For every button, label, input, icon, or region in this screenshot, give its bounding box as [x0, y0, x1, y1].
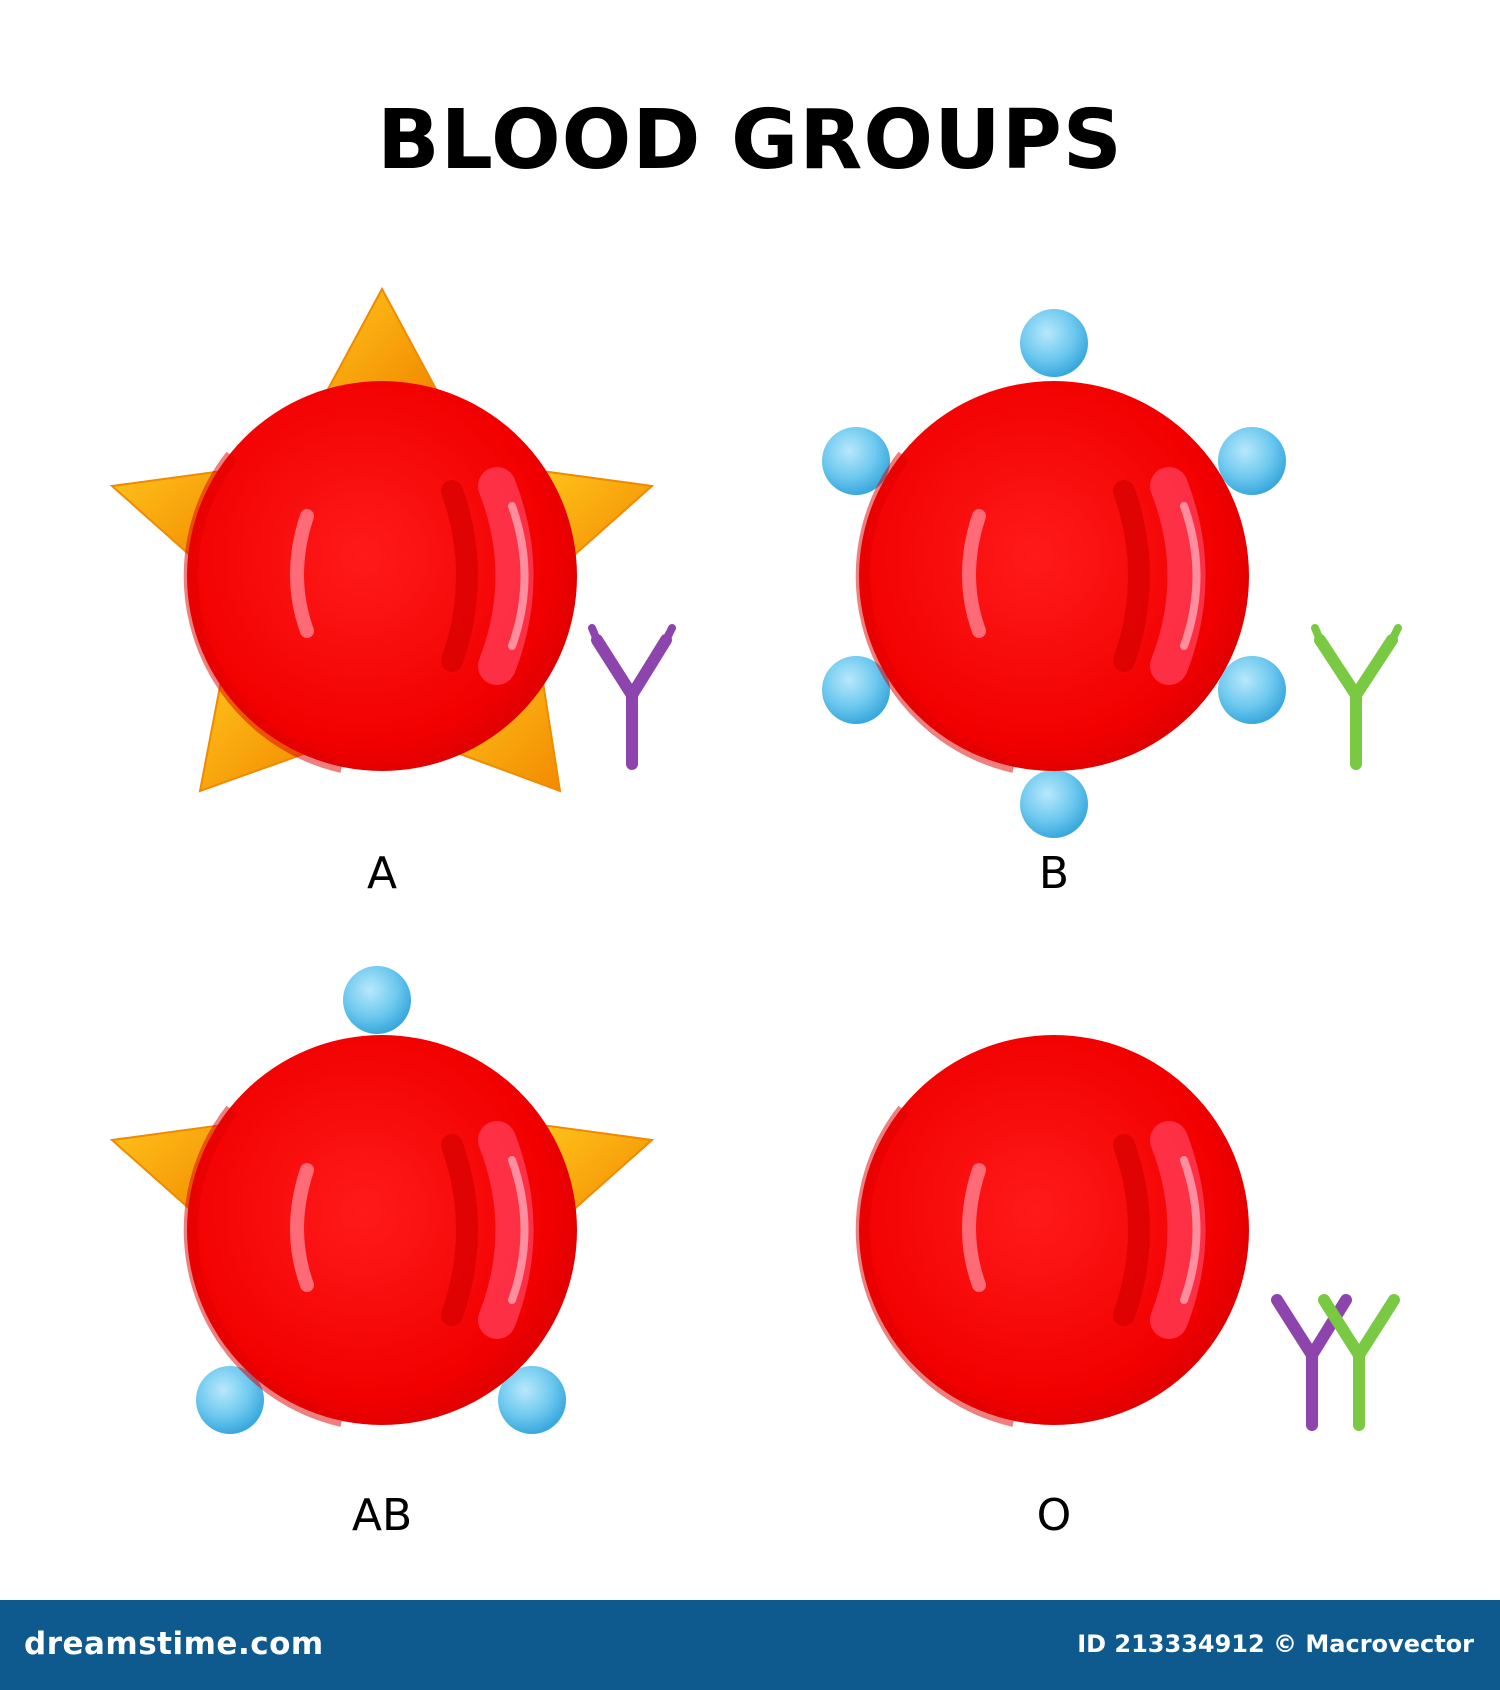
red-blood-cell	[187, 1035, 577, 1425]
antibody-a-icon	[588, 624, 676, 770]
footer-site-logo[interactable]: dreamstime.com	[24, 1626, 324, 1662]
group-ab-cell	[109, 966, 655, 1434]
antibody-b-icon	[1318, 1294, 1400, 1431]
antibody-b-icon	[1311, 624, 1402, 770]
group-label-o: O	[1036, 1490, 1072, 1541]
group-label-ab: AB	[351, 1490, 413, 1541]
red-blood-cell	[859, 381, 1249, 771]
round-antigen	[196, 966, 566, 1434]
footer-bar: dreamstime.com ID 213334912 © Macrovecto…	[0, 1600, 1500, 1690]
footer-image-id: ID 213334912 © Macrovector	[1077, 1630, 1474, 1658]
antibody-a-icon	[1271, 1294, 1352, 1431]
group-o-cell	[859, 1035, 1249, 1425]
red-blood-cell	[187, 381, 577, 771]
round-antigen	[822, 309, 1286, 838]
red-blood-cell	[859, 1035, 1249, 1425]
group-label-b: B	[1038, 848, 1070, 899]
blood-groups-diagram	[109, 286, 1402, 1600]
group-label-a: A	[366, 848, 398, 899]
group-a-cell	[109, 286, 655, 793]
diagram-title: BLOOD GROUPS	[377, 93, 1123, 188]
group-b-cell	[822, 309, 1286, 838]
